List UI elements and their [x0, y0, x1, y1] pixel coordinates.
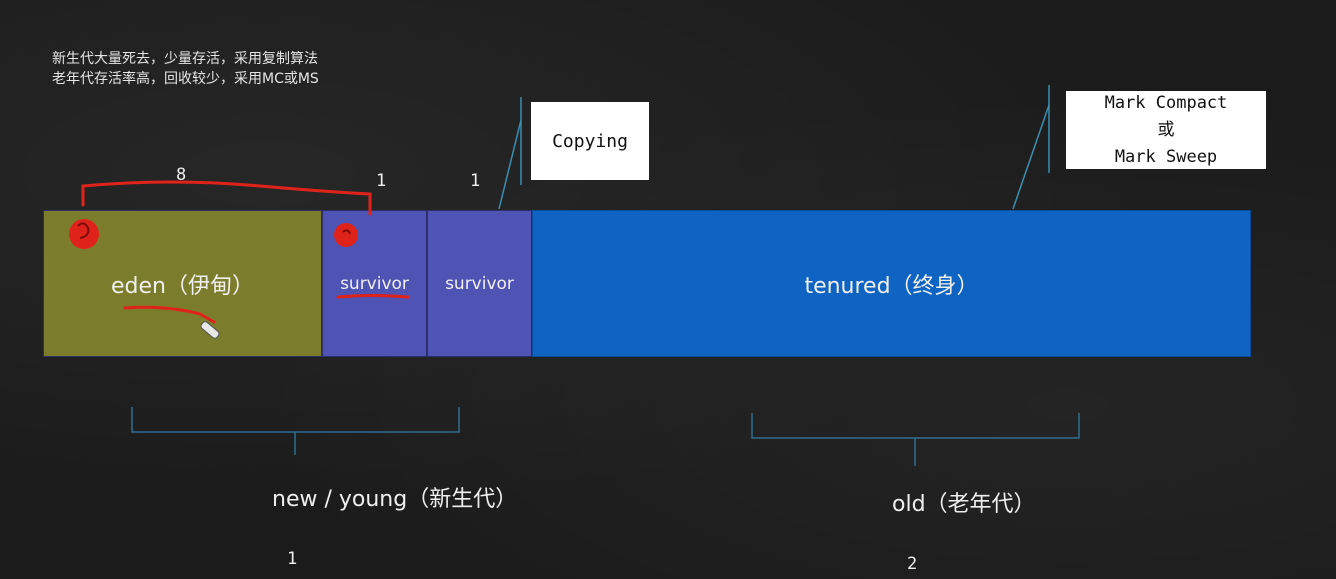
copying-callout: Copying [531, 102, 649, 180]
or-label: 或 [1157, 119, 1175, 140]
survivor-underline [336, 294, 410, 299]
mark-compact-label: Mark Compact [1104, 92, 1228, 113]
tenured-label: tenured（终身） [804, 273, 979, 299]
survivor-to-region: survivor [427, 210, 532, 357]
young-gen-ratio: 1 [287, 549, 298, 569]
note-young-gen: 新生代大量死去，少量存活，采用复制算法 [52, 51, 318, 67]
marker-scribble [77, 222, 351, 239]
pen-cursor-icon [200, 321, 220, 339]
eden-label: eden（伊甸） [111, 273, 254, 299]
marker-eden [69, 219, 99, 249]
red-markers [69, 219, 358, 249]
young-brace-path [131, 407, 460, 433]
callout-leaders [498, 85, 1050, 210]
survivor-from-label: survivor [340, 273, 409, 294]
copying-leader [498, 119, 522, 210]
red-bracket-path [81, 180, 372, 216]
old-brace-path [751, 413, 1080, 439]
mark-callout: Mark Compact 或 Mark Sweep [1066, 91, 1266, 169]
survivor-to-label: survivor [445, 273, 514, 294]
mark-sweep-label: Mark Sweep [1114, 146, 1218, 167]
survivor-from-ratio: 1 [376, 171, 387, 191]
red-bracket [81, 180, 410, 324]
note-old-gen: 老年代存活率高，回收较少，采用MC或MS [52, 71, 319, 87]
young-gen-label: new / young（新生代） [272, 487, 518, 512]
eden-underline [123, 305, 216, 324]
old-brace [751, 413, 1080, 466]
tenured-region: tenured（终身） [532, 210, 1251, 357]
eden-ratio: 8 [176, 165, 187, 185]
marker-survivor [334, 223, 358, 247]
survivor-to-ratio: 1 [470, 171, 481, 191]
eden-region: eden（伊甸） [43, 210, 322, 357]
old-gen-ratio: 2 [907, 554, 918, 574]
young-brace [131, 407, 460, 455]
old-gen-label: old（老年代） [892, 492, 1036, 517]
mark-leader [1012, 104, 1050, 210]
